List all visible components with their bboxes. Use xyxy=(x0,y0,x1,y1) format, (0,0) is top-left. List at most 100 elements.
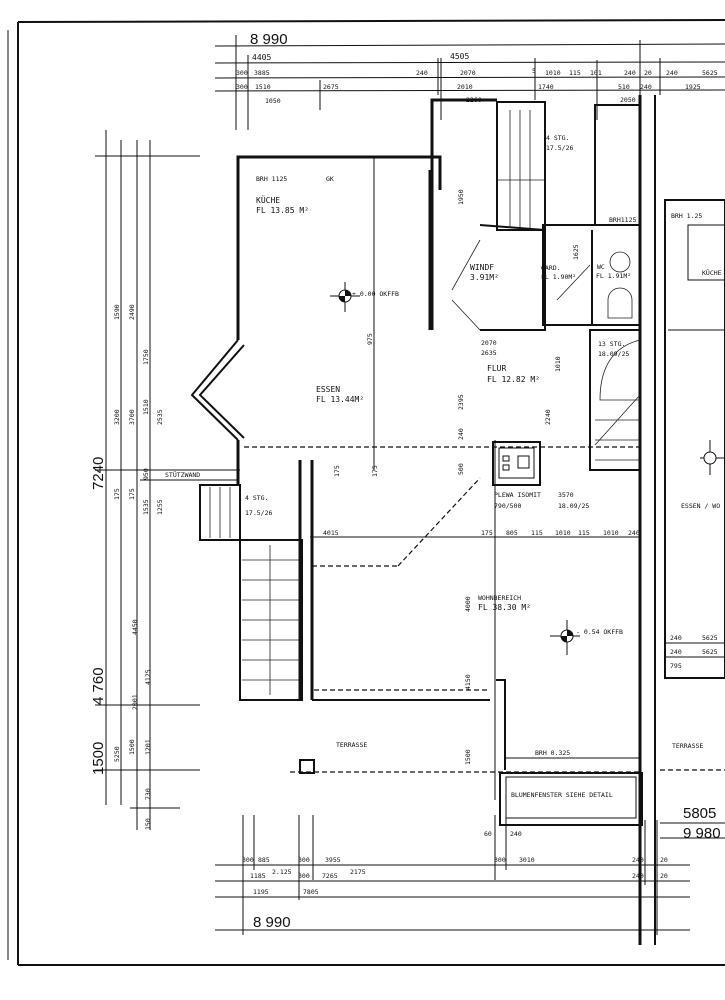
dim: 1510 xyxy=(142,399,150,415)
label-stair-low: 4 STG. xyxy=(245,494,268,502)
room-labels: KÜCHE FL 13.85 M² ESSEN FL 13.44M² WINDF… xyxy=(256,195,631,749)
top-dimension-texts: 8 990 4405 4505 300 3885 240 2070 5 1010… xyxy=(236,31,718,105)
dim: 4150 xyxy=(464,674,472,690)
dim: 300 xyxy=(298,872,310,880)
dim: 20 xyxy=(644,69,652,77)
dim: 60 xyxy=(484,830,492,838)
dim: 3955 xyxy=(325,856,341,864)
walls xyxy=(190,95,725,945)
dim: 300 xyxy=(494,856,506,864)
dim: 240 xyxy=(670,634,682,642)
dim: 240 xyxy=(632,856,644,864)
dim: 20 xyxy=(660,856,668,864)
dim: 4000 xyxy=(464,596,472,612)
dim: 20 xyxy=(660,872,668,880)
dim: 2490 xyxy=(128,304,136,320)
label-stair-top-ratio: 17.5/26 xyxy=(546,144,573,152)
dim: 1195 xyxy=(253,888,269,896)
dim: 3010 xyxy=(519,856,535,864)
dim: 1201 xyxy=(144,739,152,755)
dim: 1535 xyxy=(142,499,150,515)
room-wc-area: FL 1.91M² xyxy=(596,272,631,280)
right-dimension-texts: 240 5625 240 5625 795 xyxy=(665,634,725,670)
dim: 1255 xyxy=(156,499,164,515)
dim: 2010 xyxy=(457,83,473,91)
dim: 115 xyxy=(531,529,543,537)
dim: 4450 xyxy=(131,619,139,635)
dim-9980: 9 980 xyxy=(683,825,721,842)
room-kueche-area: FL 13.85 M² xyxy=(256,206,309,215)
dim-5805: 5805 xyxy=(683,805,716,822)
dim: 240 xyxy=(670,648,682,656)
dim: 1510 xyxy=(255,83,271,91)
dim: 7265 xyxy=(322,872,338,880)
dim: 5625 xyxy=(702,648,718,656)
dim: 2535 xyxy=(156,409,164,425)
dim: 2395 xyxy=(457,394,465,410)
dim: 2175 xyxy=(350,868,366,876)
dim: 240 xyxy=(510,830,522,838)
dim: 1925 xyxy=(685,83,701,91)
dim: 175 xyxy=(128,488,136,500)
dim: 150 xyxy=(144,818,152,830)
label-stair-dim-ratio: 18.09/25 xyxy=(558,502,589,510)
level-marker-upper xyxy=(330,282,360,312)
dim: 4015 xyxy=(323,529,339,537)
label-neighbor-kitchen: KÜCHE xyxy=(702,268,722,277)
inner-dimension-texts: 975 2070 2635 2395 240 2240 1010 175 805… xyxy=(323,189,640,765)
dim: 885 xyxy=(258,856,270,864)
dim: 4125 xyxy=(144,669,152,685)
dim: 7805 xyxy=(303,888,319,896)
room-winde-name: WINDF xyxy=(470,263,494,272)
dim-total-width: 8 990 xyxy=(250,31,288,48)
label-level-lower: - 0.54 OKFFB xyxy=(576,628,623,636)
room-terrasse-name: TERRASSE xyxy=(336,741,367,749)
label-stair-main: 13 STG. xyxy=(598,340,625,348)
dim: 2675 xyxy=(323,83,339,91)
dim: 1050 xyxy=(265,97,281,105)
dim: 805 xyxy=(506,529,518,537)
dim: 1010 xyxy=(554,356,562,372)
dim: 1010 xyxy=(555,529,571,537)
label-chimney-size: 790/500 xyxy=(494,502,521,510)
room-wohnbereich-area: FL 38.30 M² xyxy=(478,603,531,612)
dim: 240 xyxy=(416,69,428,77)
room-kueche-name: KÜCHE xyxy=(256,195,280,205)
dim: 730 xyxy=(144,788,152,800)
label-brh-kitchen: BRH 1125 xyxy=(256,175,287,183)
dim: 2001 xyxy=(131,694,139,710)
room-essen-area: FL 13.44M² xyxy=(316,395,364,404)
dim: 1500 xyxy=(464,749,472,765)
dim: 1740 xyxy=(538,83,554,91)
top-dimension-lines xyxy=(214,35,725,130)
bottom-dimension-lines xyxy=(215,815,725,935)
dim: 115 xyxy=(569,69,581,77)
dim: 175 xyxy=(371,465,379,477)
room-wc-name: WC xyxy=(597,263,605,271)
annotations: BRH 1125 GK ± 0.00 OKFFB 4 STG. 17.5/26 … xyxy=(140,134,722,799)
room-flur-area: FL 12.82 M² xyxy=(487,375,540,384)
dim: 5 xyxy=(532,67,536,75)
dim: 5250 xyxy=(113,746,121,762)
dim: 300 xyxy=(242,856,254,864)
label-stair-top: 4 STG. xyxy=(546,134,569,142)
dim-total-width-bottom: 8 990 xyxy=(253,914,291,931)
dim: 2635 xyxy=(481,349,497,357)
dim: 5625 xyxy=(702,634,718,642)
label-stair-main-ratio: 18.09/25 xyxy=(598,350,629,358)
dim: 795 xyxy=(670,662,682,670)
room-flur-name: FLUR xyxy=(487,364,506,373)
label-stair-low-ratio: 17.5/26 xyxy=(245,509,272,517)
dim-height-7240: 7240 xyxy=(90,457,107,490)
label-blumenfenster: BLUMENFENSTER SIEHE DETAIL xyxy=(511,791,613,799)
dim: 1185 xyxy=(250,872,266,880)
label-stair-dim: 3570 xyxy=(558,491,574,499)
room-garderobe-name: GARD. xyxy=(541,264,561,272)
dim: 300 xyxy=(236,83,248,91)
room-garderobe-area: FL 1.90M² xyxy=(541,273,576,281)
label-brh-terrace: BRH 0.325 xyxy=(535,749,570,757)
drawing-frame xyxy=(7,19,725,966)
left-dimension-lines xyxy=(95,130,240,830)
dim-height-1500: 1500 xyxy=(90,742,107,775)
